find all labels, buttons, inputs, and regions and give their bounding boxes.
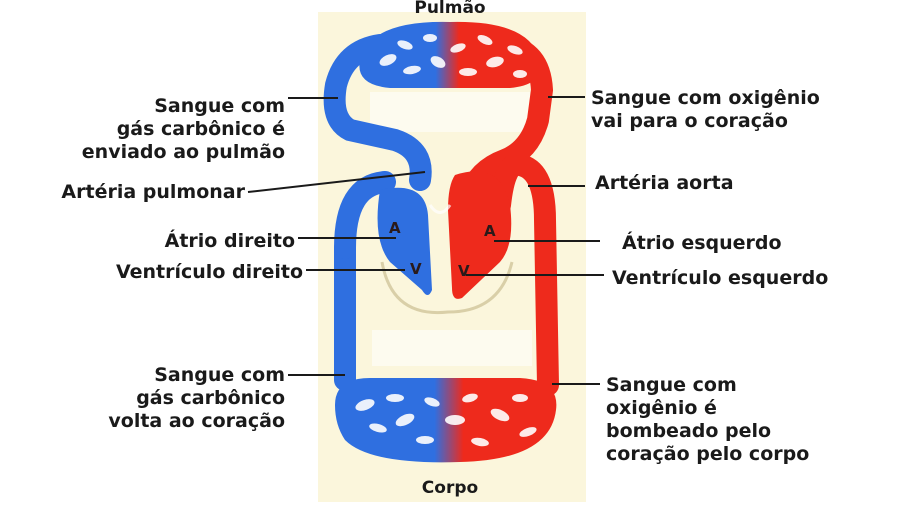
label-left-atrium: Átrio esquerdo [622, 232, 782, 254]
left-ventricle-letter: V [458, 262, 470, 280]
label-right-atrium: Átrio direito [164, 230, 295, 252]
left-atrium-letter: A [484, 222, 496, 240]
leader-pulmonary-artery [247, 171, 426, 193]
label-aorta: Artéria aorta [595, 172, 734, 194]
pericardium [380, 261, 514, 315]
right-heart [377, 187, 432, 295]
label-lung: Pulmão [414, 0, 486, 18]
right-ventricle-letter: V [410, 260, 422, 278]
right-atrium-letter: A [389, 219, 401, 237]
label-co2-return: Sangue com gás carbônico volta ao coraçã… [108, 364, 285, 432]
label-o2-to-heart: Sangue com oxigênio vai para o coração [591, 87, 820, 132]
label-co2-to-lung: Sangue com gás carbônico é enviado ao pu… [81, 95, 285, 163]
lung-capillaries [359, 21, 541, 88]
label-body: Corpo [421, 478, 479, 498]
label-right-ventricle: Ventrículo direito [115, 261, 303, 283]
pulmonary-artery-vessel [323, 34, 432, 191]
label-left-ventricle: Ventrículo esquerdo [612, 267, 829, 289]
label-pulmonary-artery: Artéria pulmonar [61, 181, 245, 203]
label-o2-to-body: Sangue com oxigênio é bombeado pelo cora… [606, 374, 810, 465]
left-heart [448, 171, 512, 299]
aorta-vessel [489, 153, 559, 396]
